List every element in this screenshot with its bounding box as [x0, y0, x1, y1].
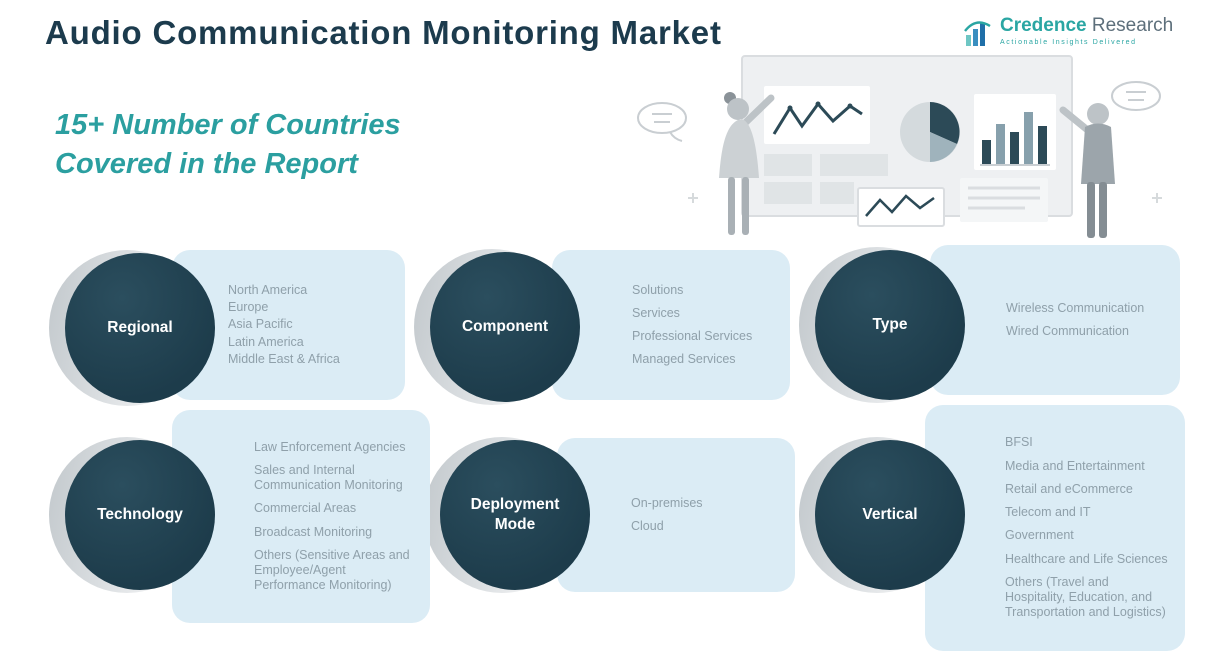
segment-item: North America	[228, 282, 308, 297]
page-title: Audio Communication Monitoring Market	[45, 14, 722, 51]
bar-chart-growth-icon	[964, 21, 991, 46]
segment-circle-deployment-mode: Deployment Mode	[440, 440, 590, 590]
segment-label: Technology	[97, 505, 183, 523]
segment-circle-vertical: Vertical	[815, 440, 965, 590]
subtitle: 15+ Number of Countries Covered in the R…	[55, 106, 401, 184]
segment-circle-component: Component	[430, 252, 580, 402]
segment-item: Broadcast Monitoring	[254, 524, 373, 539]
segment-label: Deployment Mode	[470, 495, 560, 533]
logo: Credence Research Actionable Insights De…	[963, 15, 1174, 48]
segment-item: Government	[1005, 528, 1074, 543]
logo-tagline: Actionable Insights Delivered	[1000, 38, 1137, 46]
segment-item: Professional Services	[632, 329, 753, 343]
presentation-illustration	[637, 55, 1162, 238]
subtitle-line-1: 15+ Number of Countries	[55, 109, 401, 141]
segment-item: Commercial Areas	[254, 501, 357, 516]
segment-panel-technology: Law Enforcement Agencies Sales and Inter…	[172, 410, 430, 623]
segment-panel-type: Wireless Communication Wired Communicati…	[930, 245, 1180, 395]
segment-item: Asia Pacific	[228, 317, 293, 332]
segment-item: Others (Sensitive Areas and Employee/Age…	[254, 547, 410, 593]
segment-item: Retail and eCommerce	[1005, 481, 1133, 496]
segment-item: BFSI	[1005, 435, 1033, 450]
segment-circle-type: Type	[815, 250, 965, 400]
segment-panel-vertical: BFSI Media and Entertainment Retail and …	[925, 405, 1185, 651]
logo-brand-primary: Credence	[1000, 15, 1087, 36]
segment-label: Component	[461, 317, 549, 335]
segment-circle-technology: Technology	[65, 440, 215, 590]
segment-label: Type	[872, 315, 908, 333]
segment-circle-regional: Regional	[65, 253, 215, 403]
segment-item: Solutions	[632, 282, 684, 297]
segment-item: Managed Services	[632, 352, 736, 367]
segment-item: Telecom and IT	[1005, 505, 1091, 520]
segment-item: Media and Entertainment	[1005, 458, 1145, 473]
logo-brand-secondary: Research	[1091, 15, 1174, 36]
logo-name: Credence Research	[1000, 15, 1174, 37]
segment-item: On-premises	[631, 495, 703, 510]
segment-item: Healthcare and Life Sciences	[1005, 551, 1168, 566]
segment-item: Cloud	[631, 519, 664, 533]
subtitle-line-2: Covered in the Report	[55, 148, 358, 181]
segment-item: Europe	[228, 300, 269, 315]
segment-item: Services	[632, 305, 680, 320]
segment-item: Middle East & Africa	[228, 351, 340, 366]
segment-item: Others (Travel and Hospitality, Educatio…	[1005, 574, 1166, 620]
segment-panel-deployment-mode: On-premises Cloud	[557, 438, 795, 592]
segment-panel-component: Solutions Services Professional Services…	[552, 250, 790, 400]
segment-item: Wireless Communication	[1006, 300, 1145, 315]
segment-label: Vertical	[862, 505, 918, 523]
segment-item: Wired Communication	[1006, 324, 1129, 338]
segment-label: Regional	[107, 318, 173, 336]
segment-item: Law Enforcement Agencies	[254, 439, 406, 454]
segment-item: Sales and Internal Communication Monitor…	[254, 462, 403, 492]
segment-item: Latin America	[228, 334, 304, 349]
logo-text: Credence Research Actionable Insights De…	[1000, 15, 1174, 46]
